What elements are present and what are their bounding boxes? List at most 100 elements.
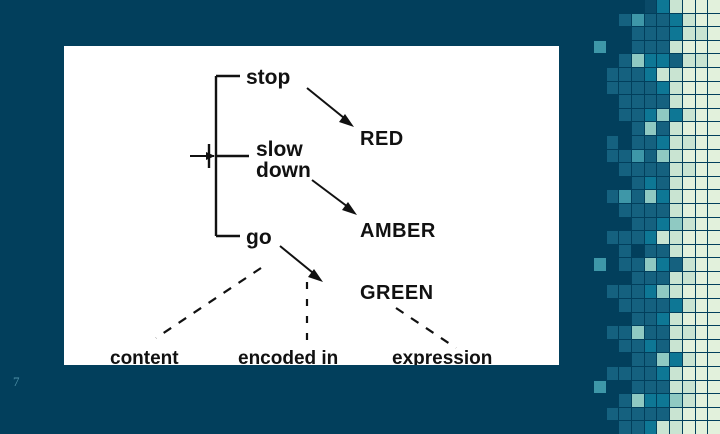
mosaic-cell bbox=[657, 54, 670, 67]
mosaic-cell bbox=[670, 231, 682, 244]
mosaic-cell bbox=[632, 394, 644, 407]
mosaic-cell bbox=[657, 135, 670, 149]
mosaic-cell bbox=[670, 13, 682, 27]
mosaic-cell bbox=[632, 380, 644, 394]
mosaic-cell bbox=[632, 190, 644, 203]
mosaic-cell bbox=[594, 271, 606, 285]
mosaic-cell bbox=[632, 353, 644, 367]
mosaic-cell bbox=[632, 95, 644, 108]
mosaic-cell bbox=[657, 67, 670, 81]
mosaic-cell bbox=[606, 421, 619, 434]
mosaic-cell bbox=[708, 190, 720, 203]
mosaic-cell bbox=[619, 40, 632, 54]
mosaic-cell bbox=[695, 217, 708, 231]
mosaic-cell bbox=[708, 67, 720, 81]
mosaic-cell bbox=[695, 149, 708, 163]
mosaic-cell bbox=[619, 367, 632, 380]
mosaic-cell bbox=[619, 421, 632, 434]
mosaic-cell bbox=[670, 163, 682, 176]
mosaic-cell bbox=[682, 231, 695, 244]
dashed-line-expression bbox=[395, 307, 457, 349]
mosaic-cell bbox=[594, 326, 606, 339]
mosaic-cell bbox=[657, 190, 670, 203]
mosaic-cell bbox=[644, 108, 657, 122]
mosaic-cell bbox=[708, 271, 720, 285]
mosaic-cell bbox=[695, 13, 708, 27]
mosaic-cell bbox=[644, 285, 657, 299]
mosaic-cell bbox=[606, 108, 619, 122]
mosaic-cell bbox=[606, 380, 619, 394]
mosaic-cell bbox=[632, 0, 644, 13]
mosaic-cell bbox=[670, 190, 682, 203]
mosaic-cell bbox=[708, 231, 720, 244]
mosaic-cell bbox=[708, 353, 720, 367]
mosaic-cell bbox=[632, 244, 644, 258]
mosaic-cell bbox=[657, 271, 670, 285]
mosaic-cell bbox=[657, 13, 670, 27]
mosaic-cell bbox=[619, 339, 632, 353]
mosaic-cell bbox=[644, 244, 657, 258]
dashed-line-content bbox=[155, 267, 262, 339]
mosaic-cell bbox=[682, 312, 695, 326]
mosaic-cell bbox=[594, 339, 606, 353]
term-slow: slow bbox=[256, 138, 303, 161]
mosaic-cell bbox=[708, 312, 720, 326]
mosaic-cell bbox=[657, 0, 670, 13]
mosaic-cell bbox=[594, 244, 606, 258]
mosaic-cell bbox=[594, 285, 606, 299]
mosaic-cell bbox=[594, 367, 606, 380]
mosaic-cell bbox=[632, 176, 644, 190]
mosaic-cell bbox=[695, 190, 708, 203]
mosaic-cell bbox=[657, 40, 670, 54]
mosaic-cell bbox=[594, 0, 606, 13]
mosaic-cell bbox=[682, 421, 695, 434]
mosaic-cell bbox=[695, 312, 708, 326]
mosaic-cell bbox=[606, 163, 619, 176]
annotation-expression-line1: expression bbox=[392, 348, 492, 365]
mosaic-cell bbox=[594, 231, 606, 244]
mosaic-cell bbox=[657, 27, 670, 40]
mosaic-cell bbox=[695, 176, 708, 190]
mosaic-cell bbox=[695, 394, 708, 407]
mosaic-cell bbox=[695, 271, 708, 285]
mosaic-cell bbox=[606, 258, 619, 271]
mosaic-cell bbox=[632, 149, 644, 163]
mosaic-cell bbox=[695, 27, 708, 40]
mosaic-cell bbox=[619, 217, 632, 231]
mosaic-cell bbox=[594, 312, 606, 326]
mosaic-cell bbox=[695, 244, 708, 258]
mosaic-cell bbox=[670, 0, 682, 13]
mosaic-cell bbox=[632, 122, 644, 135]
diagram-panel: stop slow down go RED AMBER GREEN bbox=[64, 46, 559, 365]
mosaic-cell bbox=[695, 203, 708, 217]
mosaic-cell bbox=[657, 421, 670, 434]
mosaic-cell bbox=[619, 54, 632, 67]
diagram-svg: stop slow down go RED AMBER GREEN bbox=[110, 66, 492, 365]
mosaic-cell bbox=[708, 380, 720, 394]
mosaic-cell bbox=[644, 217, 657, 231]
term-stop: stop bbox=[246, 66, 290, 89]
mosaic-cell bbox=[708, 13, 720, 27]
mosaic-cell bbox=[644, 271, 657, 285]
mosaic-cell bbox=[708, 40, 720, 54]
mosaic-cell bbox=[632, 108, 644, 122]
mosaic-cell bbox=[682, 326, 695, 339]
mosaic-cell bbox=[619, 135, 632, 149]
mosaic-cell bbox=[594, 203, 606, 217]
mosaic-cell bbox=[708, 54, 720, 67]
mosaic-cell bbox=[594, 299, 606, 312]
mosaic-cell bbox=[682, 135, 695, 149]
mosaic-cell bbox=[644, 149, 657, 163]
mosaic-cell bbox=[670, 122, 682, 135]
mosaic-cell bbox=[606, 407, 619, 421]
mosaic-cell bbox=[670, 258, 682, 271]
mosaic-cell bbox=[682, 67, 695, 81]
mosaic-cell bbox=[619, 13, 632, 27]
mosaic-cell bbox=[619, 394, 632, 407]
term-amber: AMBER bbox=[360, 220, 436, 242]
mosaic-cell bbox=[657, 217, 670, 231]
mosaic-cell bbox=[606, 95, 619, 108]
mosaic-cell bbox=[670, 54, 682, 67]
mosaic-cell bbox=[632, 421, 644, 434]
mosaic-cell bbox=[619, 190, 632, 203]
